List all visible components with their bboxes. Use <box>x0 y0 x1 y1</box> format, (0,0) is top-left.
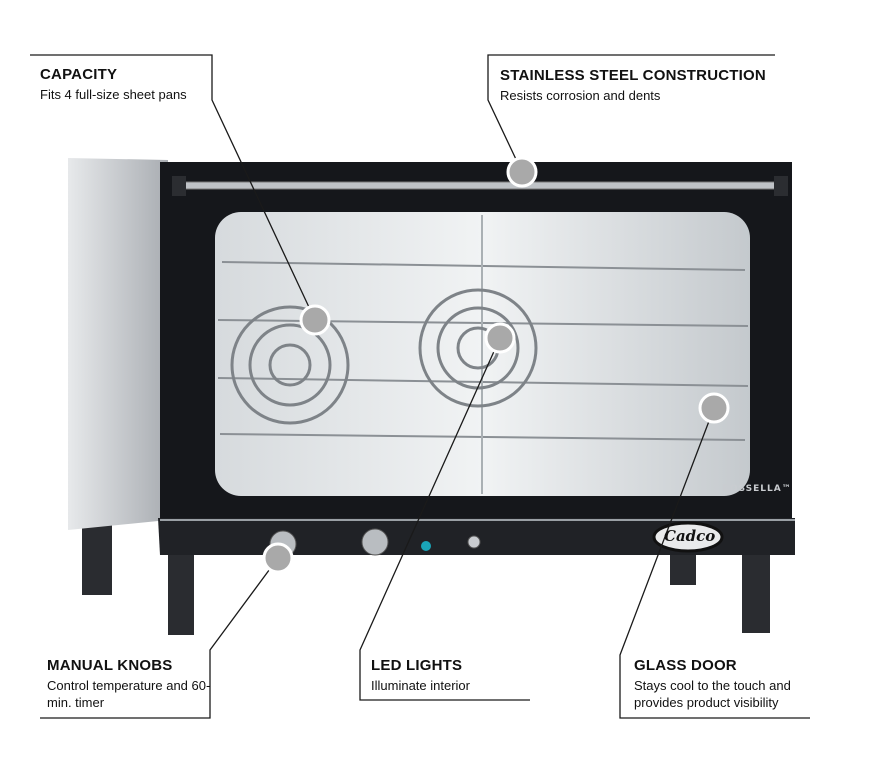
door-handle <box>174 181 786 190</box>
leg <box>168 555 194 635</box>
led-dot <box>484 322 516 354</box>
handle-bracket <box>774 176 788 196</box>
side-panel <box>68 158 168 530</box>
callout-desc: Fits 4 full-size sheet pans <box>40 87 187 102</box>
callout-dots <box>262 156 730 574</box>
callout-manual-knobs: MANUAL KNOBS Control temperature and 60-… <box>47 657 212 711</box>
callout-desc: Stays cool to the touch and provides pro… <box>634 678 791 710</box>
fans <box>230 288 538 425</box>
callout-title: CAPACITY <box>40 66 118 83</box>
model-label: ROSSELLA™ <box>722 484 792 494</box>
callout-desc: Illuminate interior <box>371 678 470 693</box>
callout-stainless-steel: STAINLESS STEEL CONSTRUCTION Resists cor… <box>500 67 766 104</box>
leg <box>742 555 770 633</box>
callout-title: GLASS DOOR <box>634 657 737 674</box>
callout-led-lights: LED LIGHTS Illuminate interior <box>371 657 470 694</box>
callout-glass-door: GLASS DOOR Stays cool to the touch and p… <box>634 657 814 711</box>
brand-logo: Cadco <box>664 527 716 545</box>
switch <box>467 535 481 549</box>
callout-title: MANUAL KNOBS <box>47 657 173 674</box>
leader-lines <box>30 54 810 719</box>
brand-logo-badge <box>652 521 724 553</box>
capacity-dot <box>299 304 331 336</box>
callout-title: STAINLESS STEEL CONSTRUCTION <box>500 67 766 84</box>
handle-bracket <box>172 176 186 196</box>
indicator-light <box>421 541 431 551</box>
glass-dot <box>698 392 730 424</box>
callout-desc: Control temperature and 60-min. timer <box>47 678 211 710</box>
leg <box>670 555 696 585</box>
leg <box>82 525 112 595</box>
temperature-knob <box>361 528 389 556</box>
callout-title: LED LIGHTS <box>371 657 463 674</box>
callout-desc: Resists corrosion and dents <box>500 88 661 103</box>
knobs-dot <box>262 542 294 574</box>
callout-capacity: CAPACITY Fits 4 full-size sheet pans <box>40 66 187 103</box>
steel-dot <box>506 156 538 188</box>
